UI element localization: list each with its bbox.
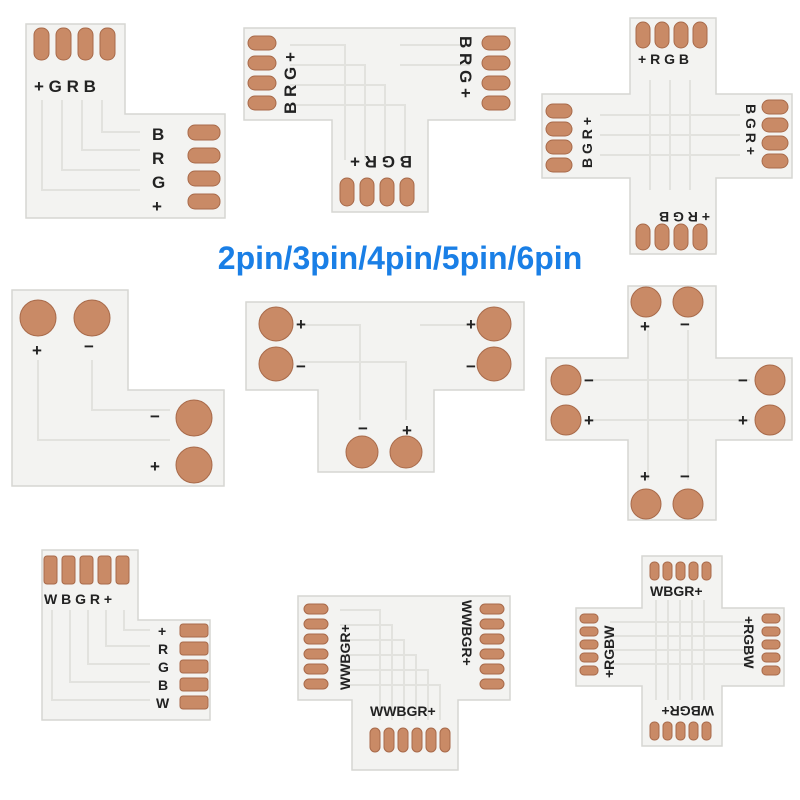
l4-side-label-3: G [152,173,165,192]
x5-bottom-label: WBGR+ [662,703,715,719]
l4-top-label: + G R B [34,77,96,96]
t6-bottom-label: WWBGR+ [370,703,436,719]
pin-options-headline: 2pin/3pin/4pin/5pin/6pin [217,240,583,276]
l2-side-plus: + [150,457,160,476]
t2-bottom-minus: − [358,419,368,438]
l5-side-label-4: B [158,677,168,693]
t4-left-label: B R G + [281,52,300,114]
l4-side-label-4: + [152,197,162,216]
x5-top-label: WBGR+ [650,583,703,599]
t-connector-2pin: + − + − − + [245,301,525,473]
x4-right-label: B G R + [743,104,759,155]
l5-side-label-1: + [158,623,166,639]
l5-side-label-3: G [158,659,169,675]
x2-top-minus: − [680,315,690,334]
l5-side-label-5: W [156,695,170,711]
l-connector-2pin: + − − + [11,289,225,487]
x2-right-plus: + [738,411,748,430]
l2-top-minus: − [84,337,94,356]
x2-bottom-plus: + [640,467,650,486]
l-connector-4pin: + G R B B R G + [25,23,226,219]
l5-top-label: W B G R + [44,591,112,607]
x2-left-plus: + [584,411,594,430]
x2-right-minus: − [738,371,748,390]
x4-bottom-label: + R G B [659,209,710,225]
x-connector-4pin: + R G B B G R + B G R + + R G B [541,17,793,255]
t2-right-minus: − [466,357,476,376]
t2-left-plus: + [296,315,306,334]
x2-top-plus: + [640,317,650,336]
x2-left-minus: − [584,371,594,390]
t4-right-label: B R G + [456,36,475,98]
t6-right-label: WWBGR+ [459,600,475,666]
t4-bottom-label: B G R + [350,152,412,171]
t2-right-plus: + [466,315,476,334]
l4-side-label-2: R [152,149,164,168]
t2-left-minus: − [296,357,306,376]
x5-left-label: +RGBW [601,625,617,678]
l2-top-plus: + [32,341,42,360]
l2-side-minus: − [150,407,160,426]
t6-left-label: WWBGR+ [337,624,353,690]
x4-top-label: + R G B [638,51,689,67]
l-connector-5pin: W B G R + + R G B W [41,549,211,721]
x4-left-label: B G R + [579,117,595,168]
x5-right-label: +RGBW [741,616,757,669]
x2-bottom-minus: − [680,467,690,486]
l5-side-label-2: R [158,641,168,657]
x-connector-5pin: WBGR+ +RGBW +RGBW WBGR+ [575,555,785,747]
t2-bottom-plus: + [402,421,412,440]
l4-side-label-1: B [152,125,164,144]
x-connector-2pin: + − − + − + + − [545,285,793,521]
t-connector-4pin: B R G + B R G + B G R + [243,27,516,213]
t-connector-6pin: WWBGR+ WWBGR+ WWBGR+ [297,595,511,771]
